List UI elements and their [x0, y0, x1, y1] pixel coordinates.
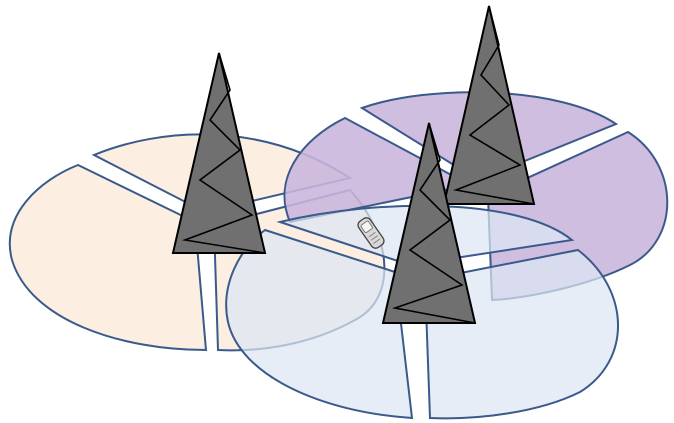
cellular-coverage-diagram: [0, 0, 674, 423]
